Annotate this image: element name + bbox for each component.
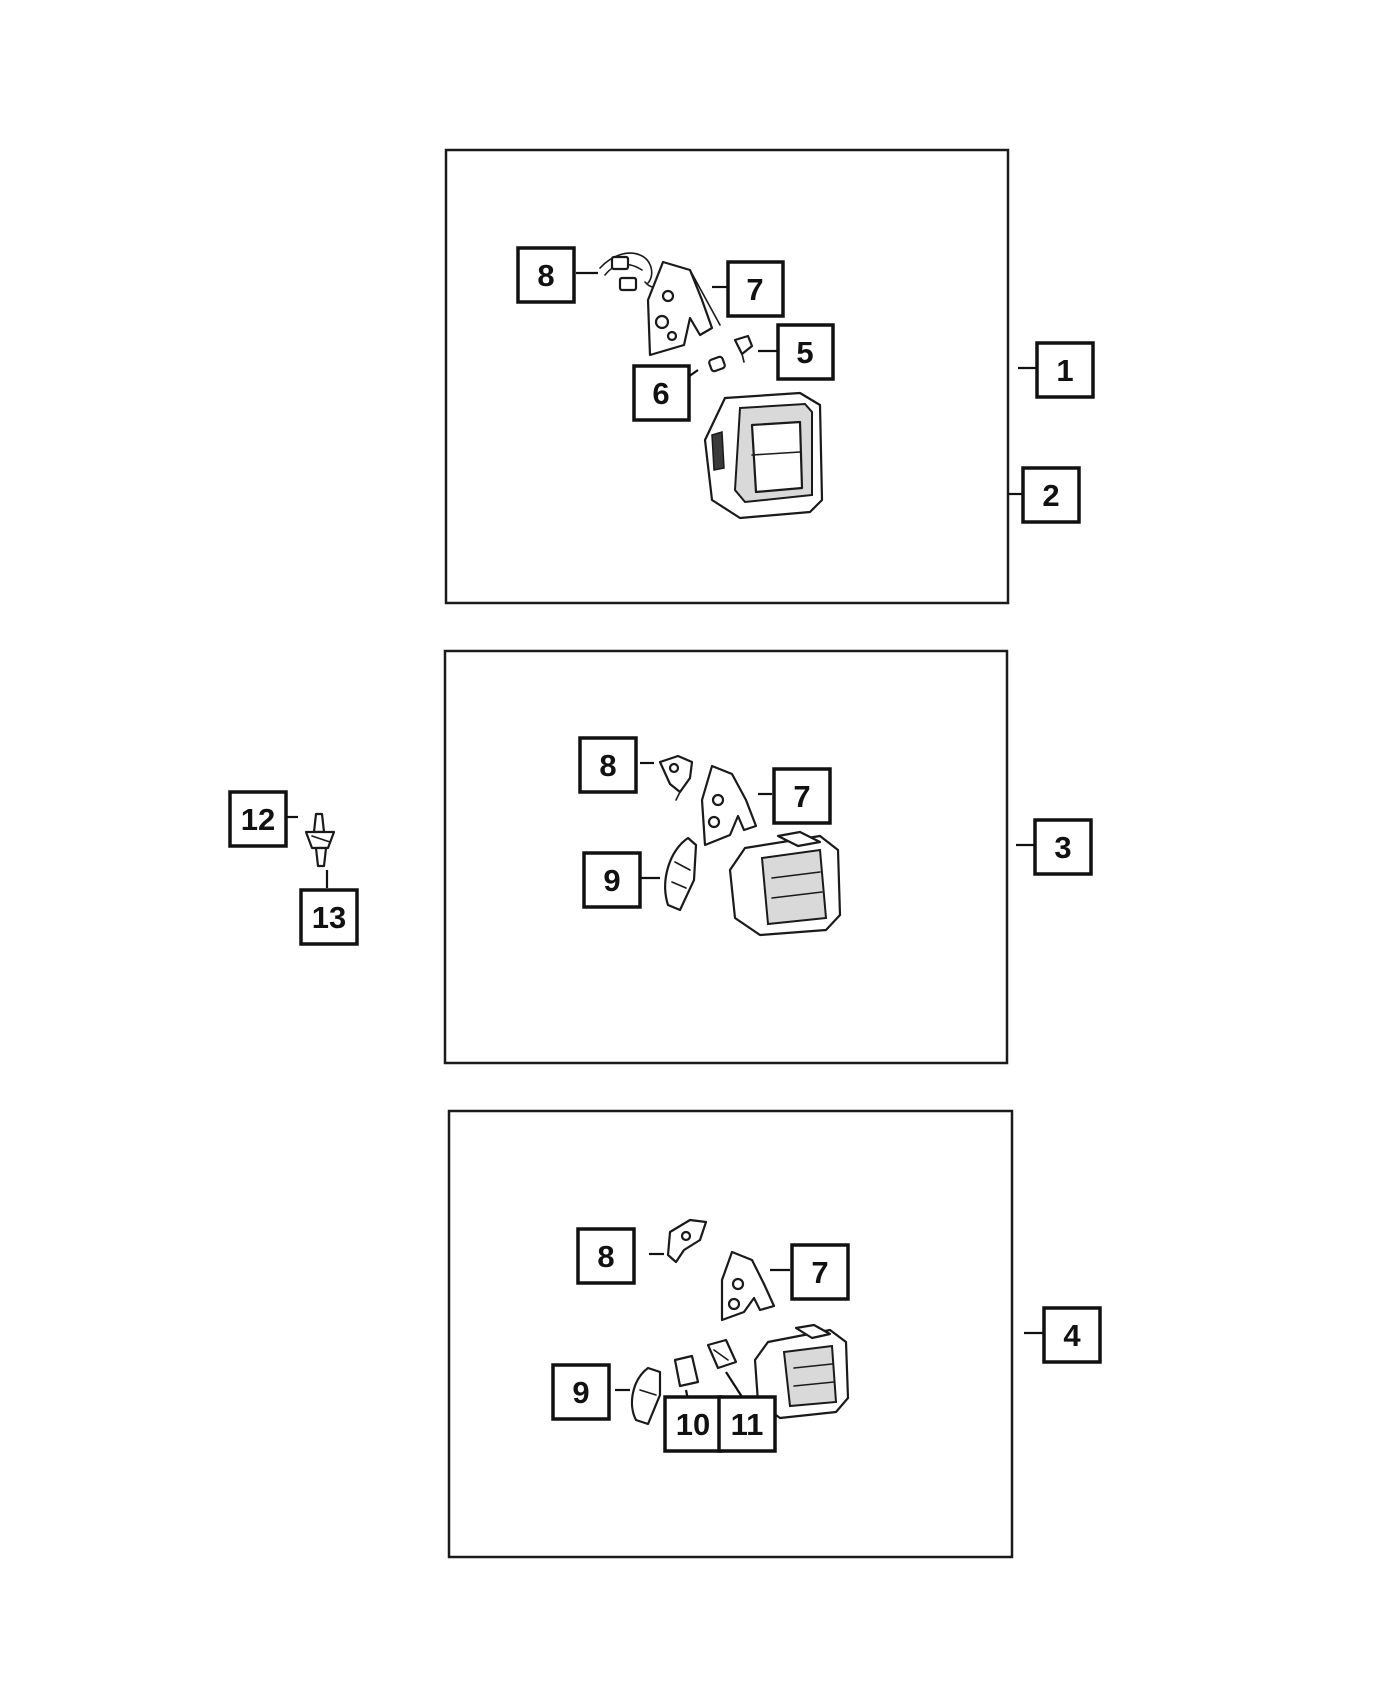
tail-lamp-housing-mid <box>728 830 842 937</box>
svg-text:11: 11 <box>731 1407 764 1442</box>
callout-8-middle: 8 <box>578 736 638 794</box>
small-module-part-11 <box>706 1338 738 1370</box>
callout-8-bottom: 8 <box>576 1227 636 1285</box>
mounting-bracket-part <box>646 260 721 357</box>
wiring-harness-part <box>599 252 663 292</box>
svg-text:9: 9 <box>572 1375 589 1410</box>
assembly-frame-bottom <box>447 1109 1014 1559</box>
socket-part <box>708 355 726 373</box>
callout-7-top: 7 <box>726 260 785 318</box>
svg-text:7: 7 <box>811 1255 828 1290</box>
tail-lamp-housing-top <box>703 391 824 520</box>
wiring-connector-part-bottom <box>666 1218 708 1264</box>
svg-text:4: 4 <box>1063 1318 1081 1353</box>
svg-text:8: 8 <box>537 258 554 293</box>
callout-12: 12 <box>228 790 288 848</box>
svg-text:7: 7 <box>793 779 810 814</box>
svg-text:9: 9 <box>603 863 620 898</box>
svg-text:6: 6 <box>652 376 669 411</box>
svg-text:8: 8 <box>597 1239 614 1274</box>
assembly-frame-middle <box>443 649 1009 1065</box>
callout-9-middle: 9 <box>582 851 642 909</box>
svg-text:3: 3 <box>1054 830 1071 865</box>
svg-text:5: 5 <box>796 335 813 370</box>
callout-11: 11 <box>717 1395 777 1453</box>
callout-3: 3 <box>1033 818 1093 876</box>
svg-text:7: 7 <box>746 272 763 307</box>
callout-10: 10 <box>663 1395 723 1453</box>
svg-text:1: 1 <box>1056 353 1073 388</box>
callout-7-middle: 7 <box>772 767 832 825</box>
wiring-connector-part-mid <box>658 754 694 801</box>
mounting-bracket-part-mid <box>700 764 758 847</box>
mounting-bracket-part-bottom <box>720 1250 776 1322</box>
gasket-part-bottom <box>630 1366 662 1426</box>
bulb-part <box>733 334 754 363</box>
callout-7-bottom: 7 <box>790 1243 850 1301</box>
tail-lamp-housing-bottom <box>753 1323 850 1420</box>
svg-text:10: 10 <box>676 1407 710 1442</box>
callout-5: 5 <box>776 323 835 381</box>
gasket-part-mid <box>664 836 698 912</box>
callout-4: 4 <box>1042 1306 1102 1364</box>
callout-2: 2 <box>1021 466 1081 524</box>
svg-text:2: 2 <box>1042 478 1059 513</box>
svg-text:12: 12 <box>241 802 275 837</box>
callout-9-bottom: 9 <box>551 1363 611 1421</box>
callout-6: 6 <box>632 364 691 422</box>
push-pin-fastener-part <box>304 812 336 868</box>
assembly-frame-top <box>444 148 1010 605</box>
small-module-part-10 <box>673 1354 700 1388</box>
callout-13: 13 <box>299 888 359 946</box>
callout-1: 1 <box>1035 341 1095 399</box>
svg-text:8: 8 <box>599 748 616 783</box>
svg-text:13: 13 <box>312 900 346 935</box>
callout-8-top: 8 <box>516 246 576 304</box>
